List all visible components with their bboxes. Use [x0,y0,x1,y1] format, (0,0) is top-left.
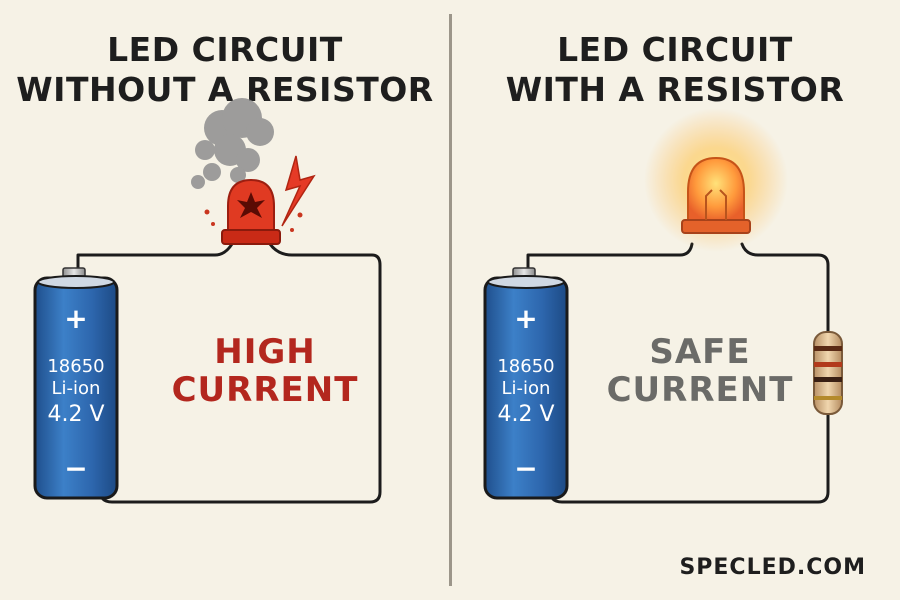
right-wire-to-resistor [740,242,830,338]
right-title-line2: WITH A RESISTOR [505,70,845,109]
safe-current-line2: CURRENT [606,370,794,410]
burnt-led-icon [221,178,281,245]
spark-icon [204,155,316,232]
right-battery-plus: + [514,302,538,335]
high-current-line1: HIGH [214,332,316,372]
right-battery-label: 18650 Li-ion 4.2 V [485,356,567,430]
left-battery-label: 18650 Li-ion 4.2 V [35,356,117,430]
brand-watermark: SPECLED.COM [679,555,866,580]
right-battery [483,267,569,500]
left-title-line2: WITHOUT A RESISTOR [16,70,434,109]
left-title-line1: LED CIRCUIT [107,30,343,69]
left-return-wire [98,242,382,504]
safe-current-line1: SAFE [649,332,751,372]
left-wires [76,242,382,504]
right-return-wire [548,410,830,504]
right-title-line1: LED CIRCUIT [557,30,793,69]
safe-current-label: SAFE CURRENT [600,333,800,409]
left-battery [33,267,119,500]
high-current-line2: CURRENT [171,370,359,410]
left-battery-line2: Li-ion [51,378,101,399]
left-title: LED CIRCUIT WITHOUT A RESISTOR [0,30,450,110]
left-top-wire [76,242,234,274]
left-battery-minus: − [64,452,88,485]
left-battery-line1: 18650 [47,356,105,377]
panel-divider [449,14,452,586]
right-battery-minus: − [514,452,538,485]
glowing-led-icon [644,108,788,252]
resistor-icon [813,331,843,415]
high-current-label: HIGH CURRENT [150,333,380,409]
left-battery-plus: + [64,302,88,335]
right-title: LED CIRCUIT WITH A RESISTOR [450,30,900,110]
right-top-wire [526,242,694,274]
right-battery-line1: 18650 [497,356,555,377]
right-battery-line2: Li-ion [501,378,551,399]
right-battery-line3: 4.2 V [497,402,555,427]
smoke-icon [191,98,274,189]
left-battery-line3: 4.2 V [47,402,105,427]
